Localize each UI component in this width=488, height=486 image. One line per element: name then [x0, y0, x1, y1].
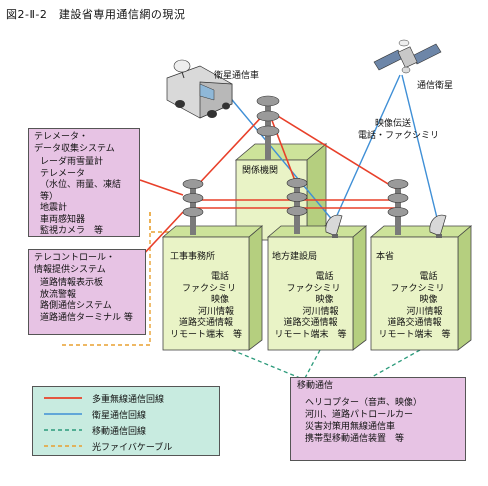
building-regional — [266, 225, 368, 351]
telecontrol-item: 道路通信ターミナル 等 — [40, 312, 133, 323]
office-services: 電話 ファクシミリ 映像 河川情報 道路交通情報 リモート端末 等 — [163, 272, 249, 341]
service-item: ファクシミリ — [286, 283, 341, 294]
service-item: リモート端末 等 — [169, 329, 242, 340]
mobile-lines — [231, 349, 421, 379]
satellite-vehicle-icon — [166, 59, 233, 119]
legend-multiplex-label: 多重無線通信回線 — [92, 395, 165, 405]
multiplex-radio-lines — [139, 109, 399, 259]
telemeter-item: 監視カメラ 等 — [40, 226, 104, 236]
service-item: ファクシミリ — [181, 283, 236, 294]
mobile-item: 河川、道路パトロールカー — [305, 409, 414, 420]
hq-services: 電話 ファクシミリ 映像 河川情報 道路交通情報 リモート端末 等 — [371, 272, 458, 341]
satellite-label: 通信衛星 — [417, 81, 454, 91]
communication-satellite-icon — [373, 39, 442, 74]
tower-regional — [286, 178, 308, 234]
mobile-item: 災害対策用無線通信車 — [305, 421, 396, 432]
building-office — [161, 225, 264, 351]
service-item: 電話 — [210, 272, 229, 282]
service-item: 映像 — [419, 295, 438, 305]
mobile-item: 携帯型移動通信装置 等 — [305, 433, 405, 444]
service-item: 映像 — [315, 295, 334, 305]
dish-hq — [429, 214, 447, 238]
telecontrol-item: 放流警報 — [40, 289, 77, 300]
telemeter-system-box: テレメータ・ データ収集システム レーダ雨雪量計 テレメータ （水位、雨量、凍結… — [28, 128, 140, 237]
vehicle-label: 衛星通信車 — [214, 71, 260, 81]
tower-hq — [387, 179, 409, 235]
service-item: ファクシミリ — [390, 283, 445, 294]
fiber-optic-lines — [60, 212, 170, 346]
legend-fiber-label: 光ファイバケーブル — [92, 443, 173, 453]
telecontrol-item: 路側通信システム — [40, 301, 112, 311]
legend-samples — [44, 397, 82, 447]
legend-satellite-label: 衛星通信回線 — [92, 411, 147, 421]
service-item: 道路交通情報 — [283, 318, 338, 328]
tower-office — [182, 179, 204, 235]
service-item: 電話 — [419, 272, 438, 282]
telecontrol-header-1: テレコントロール・ — [34, 253, 116, 263]
mobile-header: 移動通信 — [297, 381, 334, 391]
dish-regional — [325, 214, 343, 238]
service-item: 電話 — [315, 272, 334, 282]
construction-office-label: 工事事務所 — [170, 252, 216, 262]
telecontrol-header-2: 情報提供システム — [34, 264, 106, 275]
telecontrol-system-box: テレコントロール・ 情報提供システム 道路情報表示板 放流警報 路側通信システム… — [28, 249, 146, 335]
telemeter-item: レーダ雨雪量計 — [40, 157, 104, 167]
service-item: 河川情報 — [197, 306, 234, 317]
mobile-item: ヘリコプター（音声、映像） — [305, 397, 423, 408]
service-item: 映像 — [210, 295, 229, 305]
service-item: 道路交通情報 — [178, 318, 233, 328]
ministry-hq-label: 本省 — [376, 252, 395, 262]
telemeter-item: 車両感知器 — [40, 214, 86, 225]
phone-fax-label: 電話・ファクシミリ — [358, 131, 440, 141]
telemeter-header-2: データ収集システム — [34, 143, 115, 154]
page-title: 図2-Ⅱ-2 建設省専用通信網の現況 — [6, 8, 186, 21]
telemeter-item: テレメータ — [40, 168, 86, 179]
regional-services: 電話 ファクシミリ 映像 河川情報 道路交通情報 リモート端末 等 — [268, 272, 353, 341]
service-item: リモート端末 等 — [378, 329, 451, 340]
service-item: 河川情報 — [302, 306, 339, 317]
service-item: リモート端末 等 — [274, 329, 347, 340]
related-agencies-label: 関係機関 — [242, 166, 279, 176]
telemeter-header-1: テレメータ・ — [34, 132, 89, 142]
mobile-communication-box: 移動通信 ヘリコプター（音声、映像） 河川、道路パトロールカー 災害対策用無線通… — [290, 377, 466, 461]
telemeter-item: （水位、雨量、凍結等） — [40, 180, 122, 202]
telecontrol-item: 道路情報表示板 — [40, 278, 104, 288]
legend-mobile-label: 移動通信回線 — [92, 427, 147, 437]
satellite-lines — [227, 74, 439, 223]
telemeter-item: 地震計 — [40, 203, 68, 213]
service-item: 河川情報 — [406, 306, 443, 317]
regional-bureau-label: 地方建設局 — [272, 252, 318, 262]
service-item: 道路交通情報 — [387, 318, 442, 328]
tower-central — [256, 95, 280, 160]
video-transmission-label: 映像伝送 — [375, 119, 412, 129]
